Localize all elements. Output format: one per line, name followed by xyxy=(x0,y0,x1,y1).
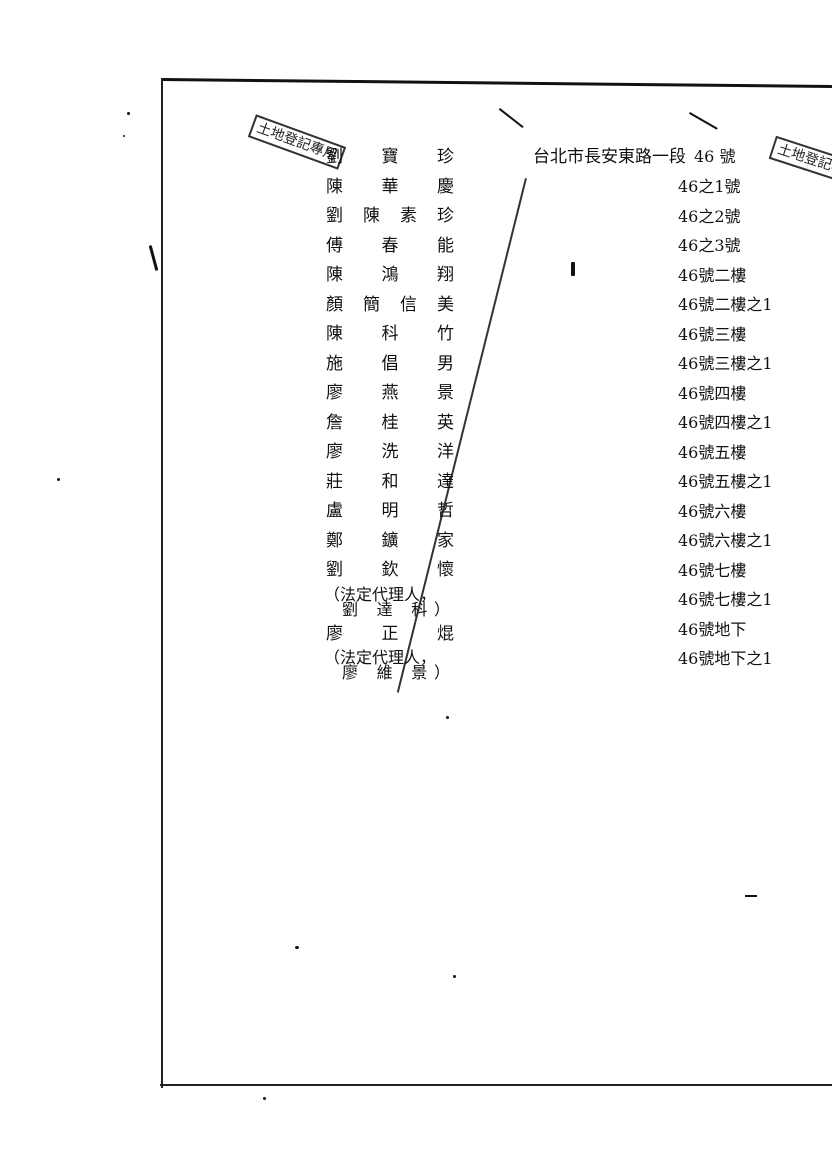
address-column: 46 號 46之1號 46之2號 46之3號 46號二樓 46號二樓之1 46號… xyxy=(678,147,828,678)
address-entry: 46 號 xyxy=(694,147,736,166)
address-entry: 46之3號 xyxy=(678,236,741,255)
owner-name: 傅 春 能 xyxy=(326,235,454,256)
street-prefix: 台北市長安東路一段 xyxy=(533,147,686,167)
address-entry: 46號三樓之1 xyxy=(678,354,773,373)
address-entry: 46號五樓之1 xyxy=(678,472,773,491)
scan-speck xyxy=(263,1097,266,1100)
owner-name: 廖 燕 景 xyxy=(326,383,454,403)
owner-name: 施 倡 男 xyxy=(326,353,454,374)
guardian-label: （法定代理人， xyxy=(324,584,437,604)
owner-name: 劉 寶 珍 xyxy=(326,147,454,167)
address-entry: 46號七樓之1 xyxy=(678,590,773,609)
address-entry: 46號地下之1 xyxy=(678,649,773,668)
address-entry: 46號五樓 xyxy=(678,442,747,462)
scan-speck xyxy=(453,975,456,978)
address-entry: 46之1號 xyxy=(678,177,741,196)
owner-name: 鄭 鑛 家 xyxy=(326,530,454,551)
scan-speck xyxy=(571,262,575,276)
left-border-line xyxy=(161,78,163,1088)
owner-name: 廖 洗 洋 xyxy=(326,442,454,462)
owner-name: 盧 明 哲 xyxy=(326,501,454,521)
address-entry: 46號地下 xyxy=(678,619,747,639)
address-entry: 46號六樓之1 xyxy=(678,531,773,550)
owner-name: 劉陳素珍 xyxy=(326,206,454,226)
address-entry: 46號四樓 xyxy=(678,383,747,403)
guardian-name: 劉 達 科） xyxy=(342,599,450,619)
bottom-border-line xyxy=(160,1084,832,1086)
scan-speck xyxy=(148,245,159,271)
owner-name: 廖 正 焜 xyxy=(326,623,454,644)
owner-with-guardian: 劉 欽 懷 （法定代理人， 劉 達 科） xyxy=(322,559,464,619)
guardian-name: 廖 維 景） xyxy=(342,663,450,682)
scan-speck xyxy=(446,716,449,719)
owner-name-column: 劉 寶 珍 陳 華 慶 劉陳素珍 傅 春 能 陳 鴻 翔 顏簡信美 陳 科 竹 … xyxy=(322,146,464,686)
scan-speck xyxy=(295,946,299,949)
owner-name: 陳 華 慶 xyxy=(326,176,454,197)
scan-speck xyxy=(123,135,125,137)
scan-speck xyxy=(498,108,524,129)
owner-name: 陳 科 竹 xyxy=(326,324,454,344)
top-border-line xyxy=(162,78,832,89)
owner-name: 劉 欽 懷 xyxy=(326,560,454,580)
address-entry: 46號七樓 xyxy=(678,560,747,580)
owner-name: 陳 鴻 翔 xyxy=(326,265,454,285)
address-entry: 46號四樓之1 xyxy=(678,413,773,432)
owner-name: 莊 和 達 xyxy=(326,471,454,492)
scan-speck xyxy=(127,112,130,115)
owner-name: 顏簡信美 xyxy=(326,294,454,315)
address-entry: 46號二樓 xyxy=(678,265,747,285)
owner-with-guardian: 廖 正 焜 （法定代理人， 廖 維 景） xyxy=(322,623,464,683)
scan-speck xyxy=(689,112,718,130)
address-entry: 46號六樓 xyxy=(678,501,747,521)
scan-speck xyxy=(745,895,757,897)
owner-name: 詹 桂 英 xyxy=(326,412,454,433)
scan-speck xyxy=(57,478,60,481)
guardian-label: （法定代理人， xyxy=(324,648,437,667)
address-entry: 46號二樓之1 xyxy=(678,295,773,314)
address-entry: 46之2號 xyxy=(678,206,741,226)
address-entry: 46號三樓 xyxy=(678,324,747,344)
